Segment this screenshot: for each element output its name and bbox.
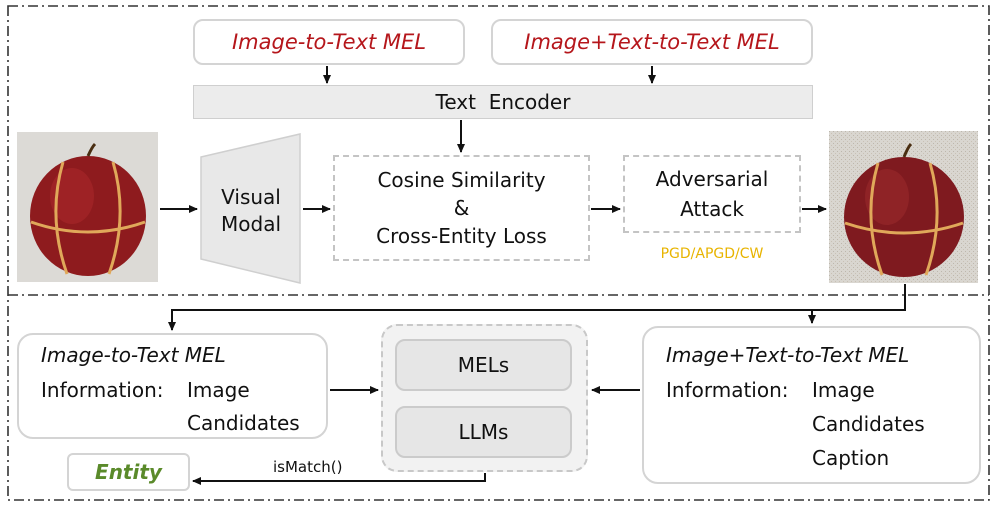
llms-box: LLMs bbox=[395, 406, 572, 458]
entity-box: Entity bbox=[67, 453, 190, 491]
visual-modal-line-1: Visual bbox=[221, 185, 281, 209]
left-mel-card bbox=[17, 333, 328, 439]
llms-label: LLMs bbox=[458, 420, 509, 444]
right-card-item-2: Candidates bbox=[812, 412, 925, 436]
top-mel-image-text-to-text-box: Image+Text-to-Text MEL bbox=[491, 19, 813, 65]
right-card-item-3: Caption bbox=[812, 446, 890, 470]
cosine-line-3: Cross-Entity Loss bbox=[376, 224, 547, 248]
adversarial-attack-block: Adversarial Attack bbox=[623, 155, 801, 233]
right-mel-card bbox=[642, 326, 981, 484]
right-card-item-1: Image bbox=[812, 378, 875, 402]
adversarial-apple-image bbox=[829, 131, 978, 283]
visual-modal-shape bbox=[200, 133, 301, 284]
visual-modal-line-2: Modal bbox=[221, 212, 281, 236]
adversarial-line-1: Adversarial bbox=[655, 167, 769, 191]
is-match-label: isMatch() bbox=[273, 458, 343, 476]
original-apple-image bbox=[17, 132, 158, 282]
right-card-title: Image+Text-to-Text MEL bbox=[666, 343, 910, 367]
mels-label: MELs bbox=[457, 353, 510, 377]
left-card-item-1: Image bbox=[187, 378, 250, 402]
adversarial-line-2: Attack bbox=[680, 197, 744, 221]
left-card-item-2: Candidates bbox=[187, 411, 300, 435]
text-encoder-label: Text Encoder bbox=[435, 90, 571, 114]
left-card-title: Image-to-Text MEL bbox=[41, 343, 226, 367]
cosine-line-2: & bbox=[453, 196, 470, 220]
text-encoder-bar: Text Encoder bbox=[193, 85, 813, 119]
cosine-similarity-block: Cosine Similarity & Cross-Entity Loss bbox=[333, 155, 590, 261]
attack-methods-label: PGD/APGD/CW bbox=[660, 246, 764, 262]
top-mel-image-text-to-text-label: Image+Text-to-Text MEL bbox=[524, 30, 780, 54]
top-mel-image-to-text-box: Image-to-Text MEL bbox=[193, 19, 465, 65]
left-card-info-label: Information: bbox=[41, 378, 164, 402]
entity-label: Entity bbox=[95, 460, 162, 484]
cosine-line-1: Cosine Similarity bbox=[377, 168, 546, 192]
right-card-info-label: Information: bbox=[666, 378, 789, 402]
mels-box: MELs bbox=[395, 339, 572, 391]
top-mel-image-to-text-label: Image-to-Text MEL bbox=[231, 30, 427, 54]
visual-modal-label: Visual Modal bbox=[200, 184, 302, 238]
